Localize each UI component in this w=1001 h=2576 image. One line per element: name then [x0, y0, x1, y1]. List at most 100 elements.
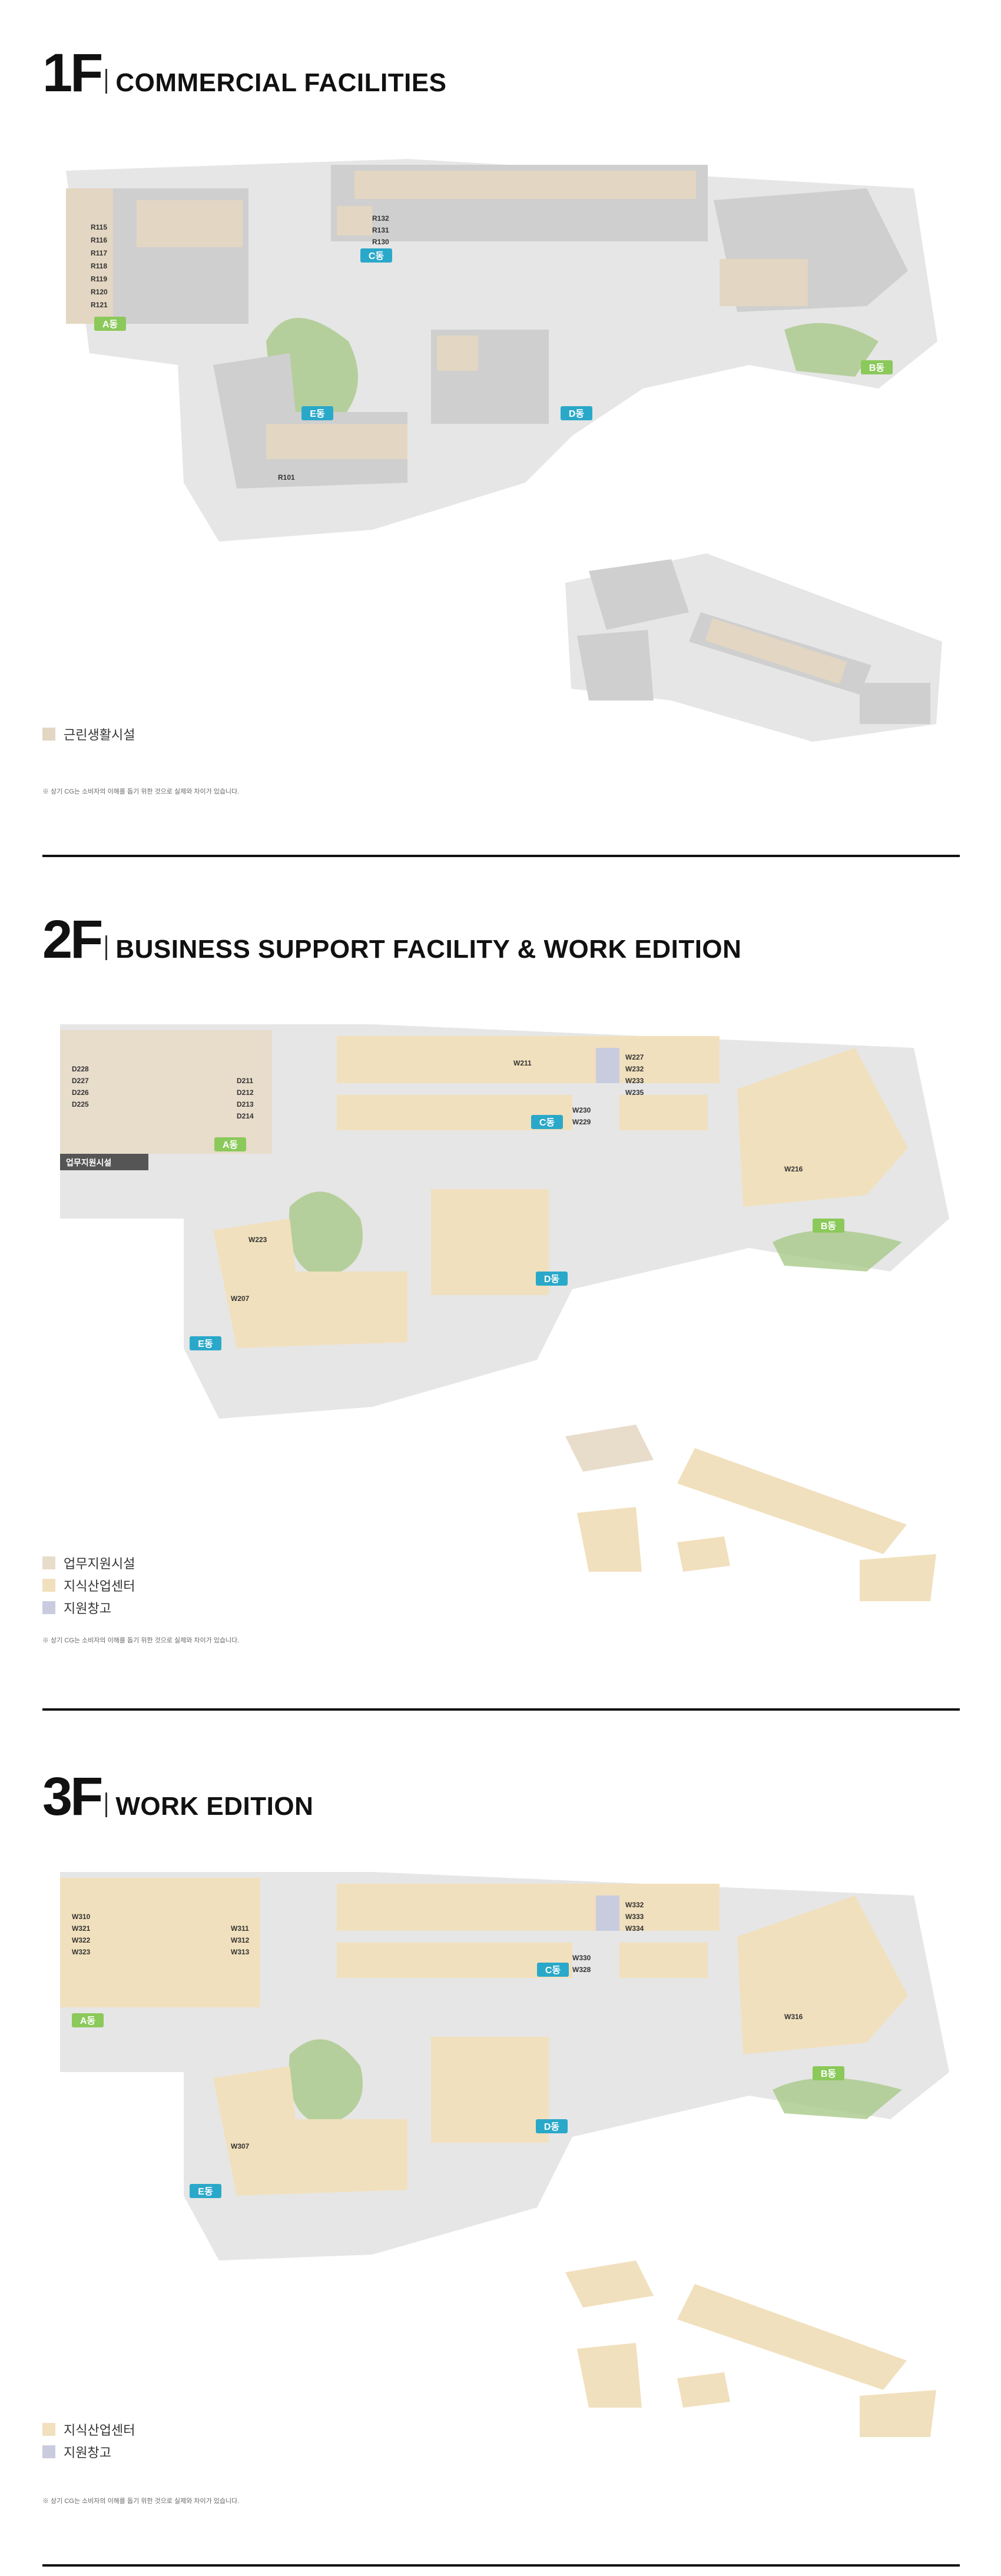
svg-text:D동: D동: [544, 2122, 560, 2132]
legend-item: 지원창고: [42, 1596, 135, 1619]
svg-text:W230: W230: [572, 1106, 591, 1114]
svg-text:W330: W330: [572, 1954, 591, 1962]
svg-text:B동: B동: [821, 1221, 837, 1231]
svg-text:W321: W321: [72, 1924, 91, 1933]
svg-text:W332: W332: [625, 1901, 644, 1909]
floor-title: WORK EDITION: [115, 1792, 314, 1821]
svg-text:W223: W223: [248, 1236, 267, 1244]
svg-text:E동: E동: [198, 1339, 213, 1349]
svg-text:R118: R118: [91, 262, 107, 270]
footnote: ※ 상기 CG는 소비자의 이해를 돕기 위한 것으로 실제와 차이가 있습니다…: [42, 2498, 240, 2505]
svg-text:R131: R131: [372, 226, 389, 234]
svg-text:D228: D228: [72, 1065, 89, 1073]
svg-text:D동: D동: [544, 1274, 560, 1284]
svg-text:R130: R130: [372, 238, 389, 246]
svg-text:R116: R116: [91, 236, 107, 244]
section-divider: [42, 2564, 960, 2567]
floor-2f-section: 2F BUSINESS SUPPORT FACILITY & WORK EDIT…: [0, 859, 1001, 1719]
floor-title: COMMERCIAL FACILITIES: [115, 68, 447, 97]
svg-text:R132: R132: [372, 214, 389, 223]
svg-text:W229: W229: [572, 1118, 591, 1126]
legend-item: 지원창고: [42, 2441, 135, 2463]
legend-label: 지원창고: [64, 2445, 111, 2460]
svg-text:R115: R115: [91, 223, 107, 231]
svg-text:D214: D214: [237, 1112, 254, 1120]
svg-text:A동: A동: [102, 319, 118, 330]
svg-text:W316: W316: [784, 2013, 803, 2021]
svg-text:C동: C동: [369, 251, 385, 261]
svg-text:A동: A동: [223, 1140, 238, 1150]
legend-label: 지식산업센터: [64, 1579, 135, 1594]
section-divider: [42, 855, 960, 857]
footnote: ※ 상기 CG는 소비자의 이해를 돕기 위한 것으로 실제와 차이가 있습니다…: [42, 788, 240, 795]
svg-text:W310: W310: [72, 1913, 91, 1921]
footnote: ※ 상기 CG는 소비자의 이해를 돕기 위한 것으로 실제와 차이가 있습니다…: [42, 1637, 240, 1644]
svg-text:D227: D227: [72, 1077, 89, 1085]
svg-text:R121: R121: [91, 301, 108, 309]
svg-text:W328: W328: [572, 1966, 591, 1974]
legend-swatch: [42, 1556, 55, 1569]
svg-text:R119: R119: [91, 275, 107, 283]
svg-text:E동: E동: [310, 409, 325, 419]
legend-swatch: [42, 1601, 55, 1614]
svg-text:D225: D225: [72, 1100, 89, 1108]
svg-text:W334: W334: [625, 1924, 644, 1933]
svg-text:D212: D212: [237, 1088, 254, 1097]
svg-text:D211: D211: [237, 1077, 253, 1085]
svg-text:W233: W233: [625, 1077, 644, 1085]
svg-text:R120: R120: [91, 288, 108, 296]
svg-text:W211: W211: [513, 1059, 532, 1067]
legend-item: 지식산업센터: [42, 2418, 135, 2441]
svg-text:B동: B동: [821, 2069, 837, 2079]
heading-divider: [105, 1792, 108, 1817]
legend-swatch: [42, 728, 55, 741]
legend-label: 근린생활시설: [64, 728, 135, 742]
legend-swatch: [42, 2423, 55, 2436]
svg-text:W313: W313: [231, 1948, 250, 1956]
svg-text:B동: B동: [869, 363, 885, 373]
legend-swatch: [42, 2445, 55, 2458]
svg-text:A동: A동: [80, 2016, 96, 2026]
floor-2f-legend: 업무지원시설 지식산업센터 지원창고: [42, 1552, 135, 1619]
svg-text:W207: W207: [231, 1294, 250, 1303]
svg-text:W311: W311: [231, 1924, 249, 1933]
svg-text:D226: D226: [72, 1088, 89, 1097]
svg-text:E동: E동: [198, 2186, 213, 2197]
floor-3f-3d-view: [565, 2260, 936, 2437]
legend-label: 업무지원시설: [64, 1556, 135, 1571]
svg-text:W227: W227: [625, 1053, 644, 1061]
floor-1f-section: 1F COMMERCIAL FACILITIES A동 C동 B동 D동 E동: [0, 0, 1001, 859]
svg-text:C동: C동: [545, 1965, 561, 1976]
svg-text:R101: R101: [278, 473, 295, 482]
floor-3f-legend: 지식산업센터 지원창고: [42, 2418, 135, 2463]
legend-item: 근린생활시설: [42, 723, 135, 745]
legend-item: 지식산업센터: [42, 1574, 135, 1596]
floor-1f-legend: 근린생활시설: [42, 723, 135, 745]
floor-title: BUSINESS SUPPORT FACILITY & WORK EDITION: [115, 935, 742, 964]
floor-number: 2F: [42, 909, 103, 970]
svg-text:D213: D213: [237, 1100, 254, 1108]
floor-2f-3d-view: [565, 1425, 936, 1601]
heading-divider: [105, 935, 108, 960]
svg-text:W307: W307: [231, 2142, 250, 2150]
svg-text:W235: W235: [625, 1088, 644, 1097]
section-divider: [42, 1708, 960, 1711]
floor-number: 3F: [42, 1767, 103, 1827]
svg-text:W216: W216: [784, 1165, 803, 1173]
svg-text:R117: R117: [91, 249, 107, 257]
legend-label: 지식산업센터: [64, 2423, 135, 2438]
heading-divider: [105, 69, 108, 94]
floor-number: 1F: [42, 43, 103, 103]
svg-text:W312: W312: [231, 1936, 250, 1944]
svg-text:W232: W232: [625, 1065, 644, 1073]
svg-text:W322: W322: [72, 1936, 91, 1944]
floor-3f-heading: 3F WORK EDITION: [42, 1770, 313, 1824]
svg-text:C동: C동: [539, 1117, 555, 1128]
floor-1f-heading: 1F COMMERCIAL FACILITIES: [42, 46, 447, 100]
floor-1f-3d-view: [565, 553, 942, 742]
svg-text:W323: W323: [72, 1948, 91, 1956]
